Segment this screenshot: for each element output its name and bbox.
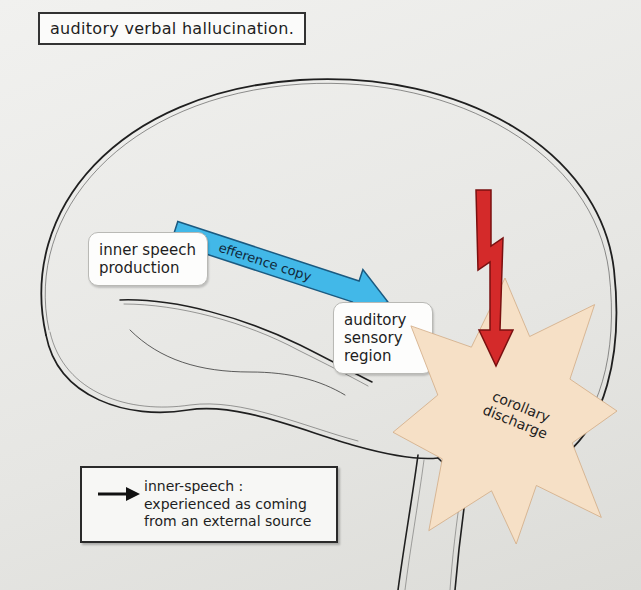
process-box: inner speech production bbox=[88, 232, 208, 286]
node-text: auditory sensory region bbox=[344, 311, 422, 365]
diagram-title: auditory verbal hallucination. bbox=[38, 12, 306, 45]
node-text: inner speech production bbox=[99, 241, 197, 277]
node-text: inner-speech : experienced as coming fro… bbox=[144, 478, 326, 531]
note-box: inner-speech : experienced as coming fro… bbox=[80, 466, 338, 543]
star-burst: corollary discharge bbox=[393, 278, 617, 544]
